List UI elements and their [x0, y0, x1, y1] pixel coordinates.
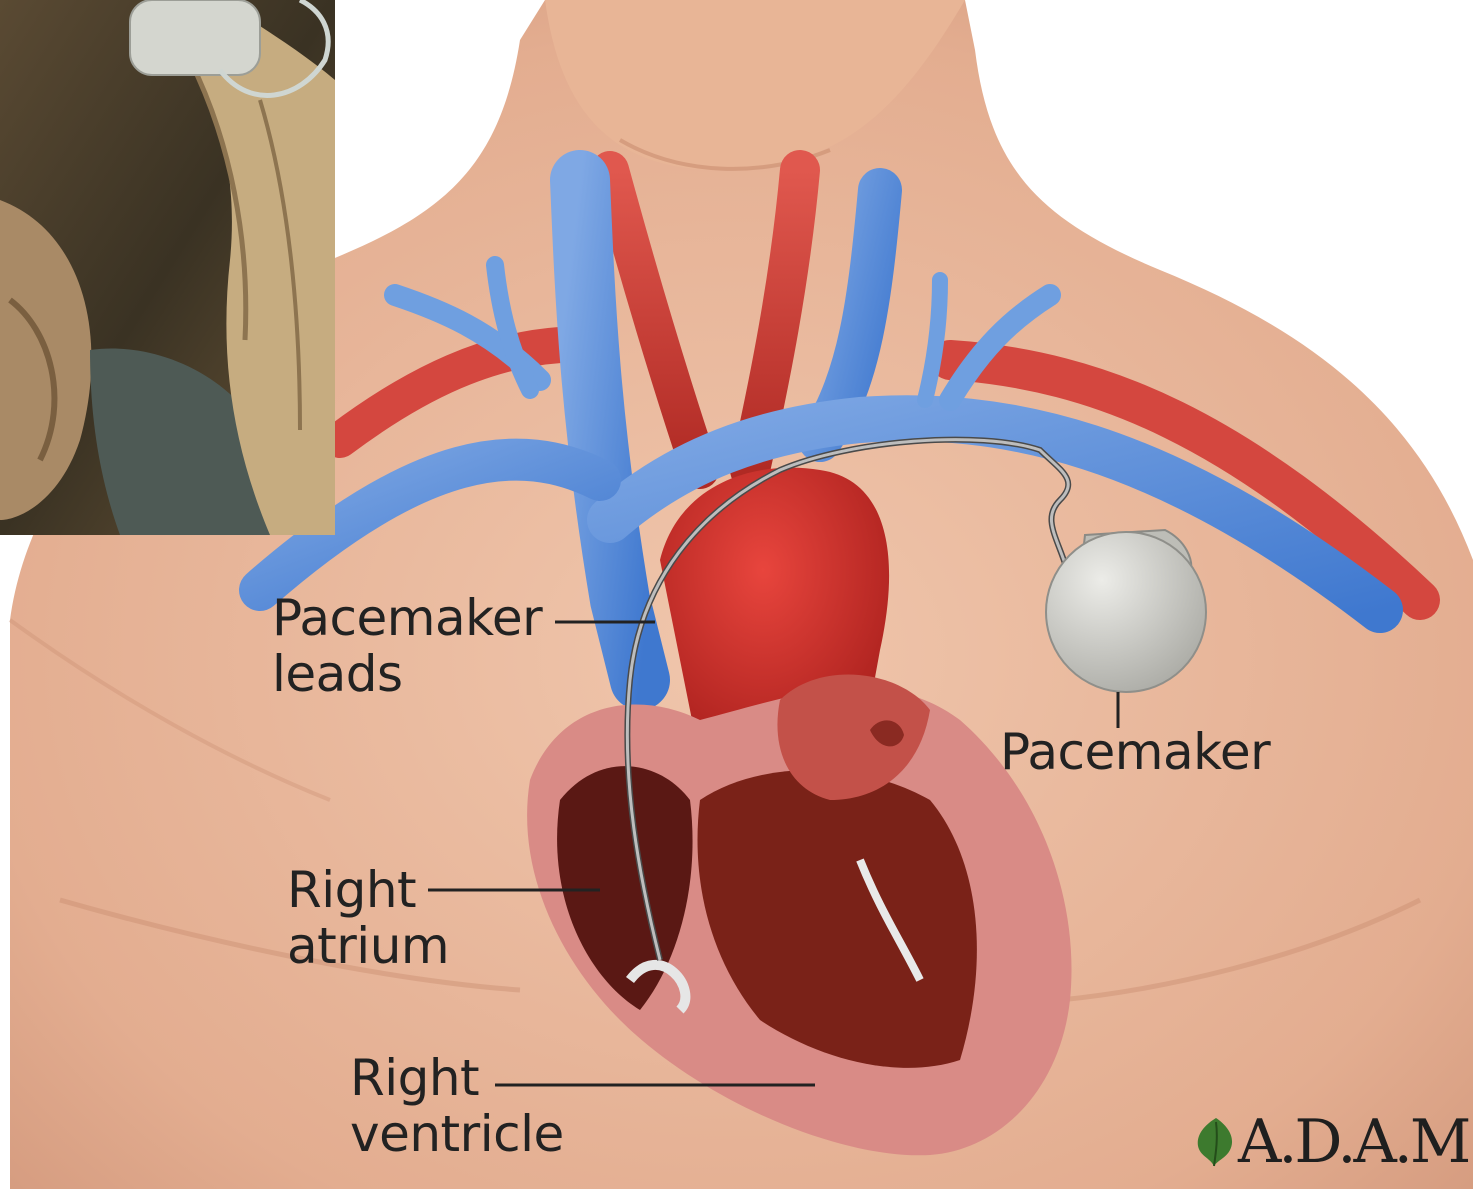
label-pacemaker-text: Pacemaker	[1000, 724, 1270, 780]
label-pacemaker-leads: Pacemaker leads	[272, 590, 542, 702]
inset-photo	[0, 0, 335, 535]
label-right-ventricle: Right ventricle	[350, 1050, 564, 1162]
adam-logo-text: A.D.A.M.	[1238, 1112, 1473, 1172]
label-right-ventricle-line1: Right	[350, 1050, 564, 1106]
label-right-atrium: Right atrium	[287, 862, 449, 974]
label-pacemaker-leads-line1: Pacemaker	[272, 590, 542, 646]
adam-logo: A.D.A.M.	[1194, 1112, 1473, 1172]
label-right-atrium-line1: Right	[287, 862, 449, 918]
label-right-atrium-line2: atrium	[287, 918, 449, 974]
label-right-ventricle-line2: ventricle	[350, 1106, 564, 1162]
leaf-icon	[1194, 1116, 1238, 1168]
label-pacemaker: Pacemaker	[1000, 724, 1270, 780]
label-pacemaker-leads-line2: leads	[272, 646, 542, 702]
pacemaker-device	[1046, 530, 1206, 692]
